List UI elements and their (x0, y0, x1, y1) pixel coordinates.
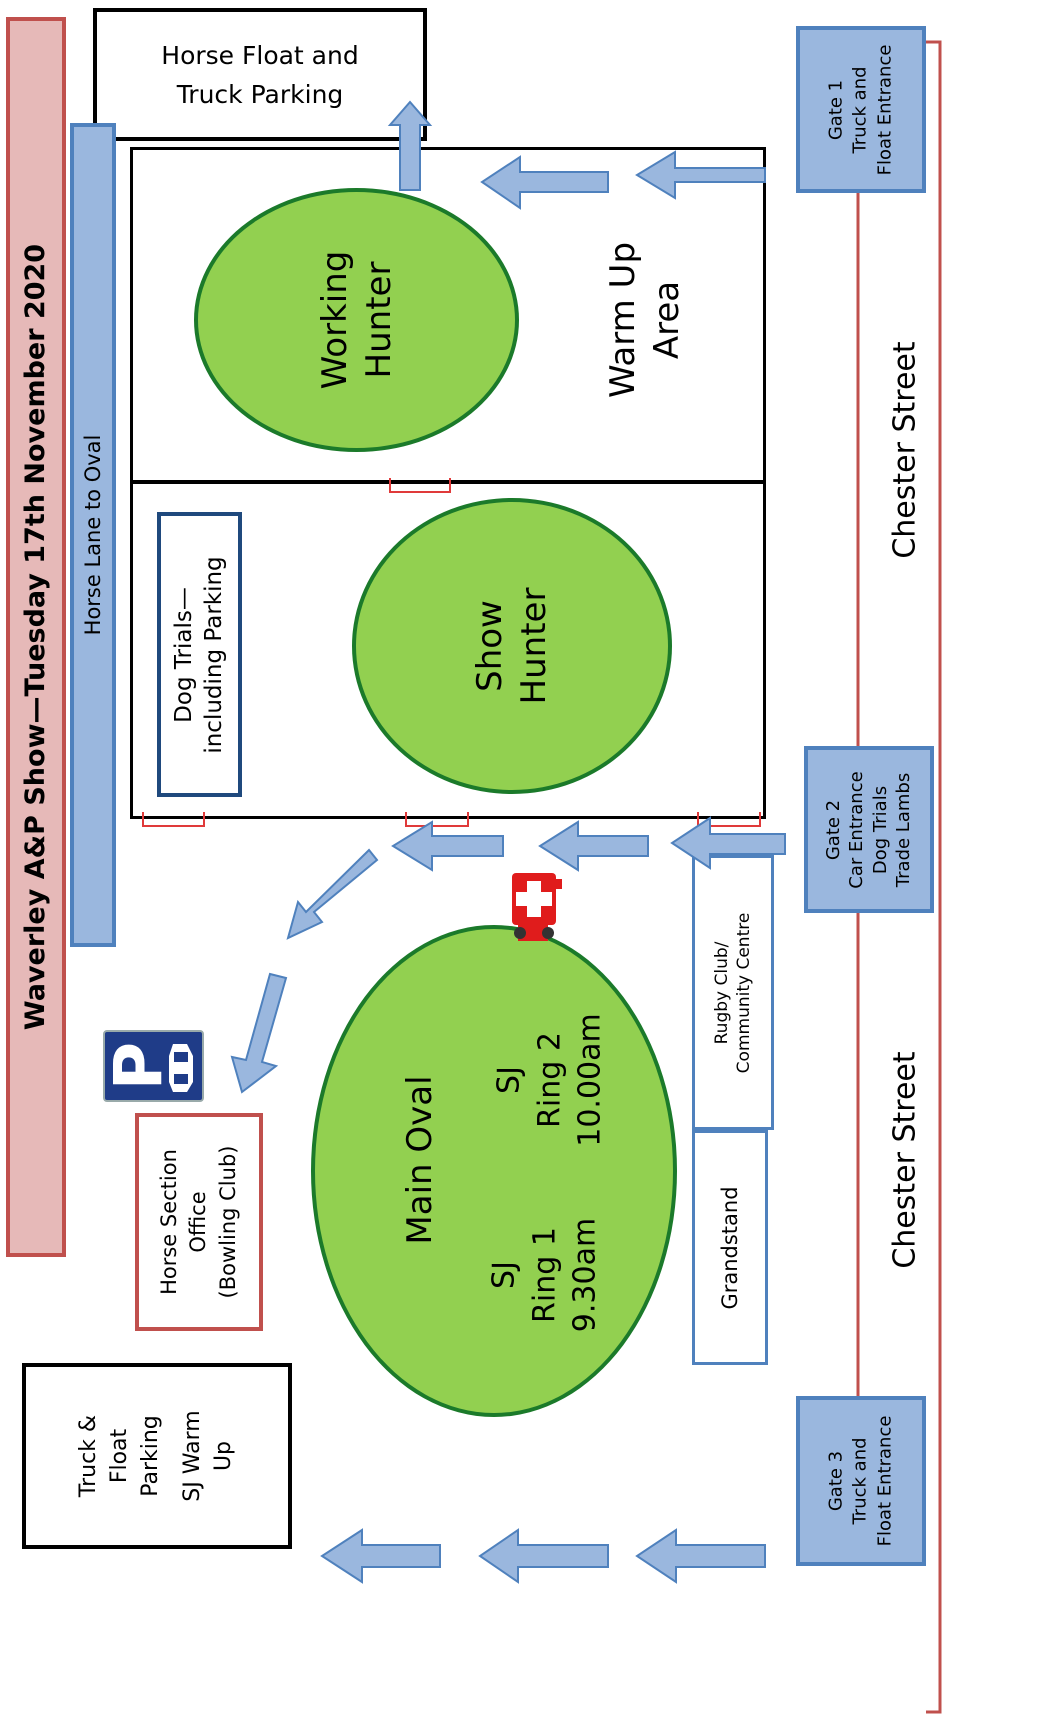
parking-sign-icon: P (100, 1030, 204, 1102)
arrow-icon (286, 848, 379, 940)
paddock-divider (130, 480, 766, 484)
horse-float-parking: Horse Float and Truck Parking (93, 8, 427, 141)
horse-lane: Horse Lane to Oval (70, 123, 116, 947)
horse-float-line: Horse Float and (161, 41, 359, 70)
show-hunter-ring: Show Hunter (352, 498, 672, 794)
truck-float-sj-warmup: Truck & Float Parking SJ Warm Up (22, 1363, 292, 1549)
arrow-icon (391, 820, 504, 872)
title-banner: Waverley A&P Show—Tuesday 17th November … (6, 17, 66, 1257)
flow-arrows (230, 100, 786, 1584)
arrow-icon (635, 150, 766, 200)
ambulance-icon (512, 873, 562, 941)
main-oval (311, 925, 677, 1417)
dog-trials: Dog Trials— including Parking (157, 512, 242, 797)
arrow-icon (480, 155, 609, 210)
chester-street-lines (856, 40, 942, 1714)
arrow-icon (538, 820, 649, 872)
arrow-icon (670, 816, 786, 870)
arrow-icon (635, 1528, 766, 1584)
truck-parking-line: Truck Parking (176, 80, 344, 109)
grandstand: Grandstand (692, 1130, 768, 1365)
car-icon (169, 1044, 193, 1092)
arrow-icon (320, 1528, 441, 1584)
gate-openings (142, 478, 761, 827)
rugby-club: Rugby Club/ Community Centre (692, 855, 774, 1130)
gate-3: Gate 3 Truck and Float Entrance (796, 1396, 926, 1566)
horse-section-office: Horse Section Office (Bowling Club) (135, 1113, 263, 1331)
arrow-icon (478, 1528, 609, 1584)
arrow-icon (387, 100, 433, 191)
gate-2: Gate 2 Car Entrance Dog Trials Trade Lam… (804, 746, 934, 913)
gate-1: Gate 1 Truck and Float Entrance (796, 26, 926, 193)
arrow-icon (230, 972, 288, 1094)
working-hunter-ring: Working Hunter (194, 188, 519, 452)
